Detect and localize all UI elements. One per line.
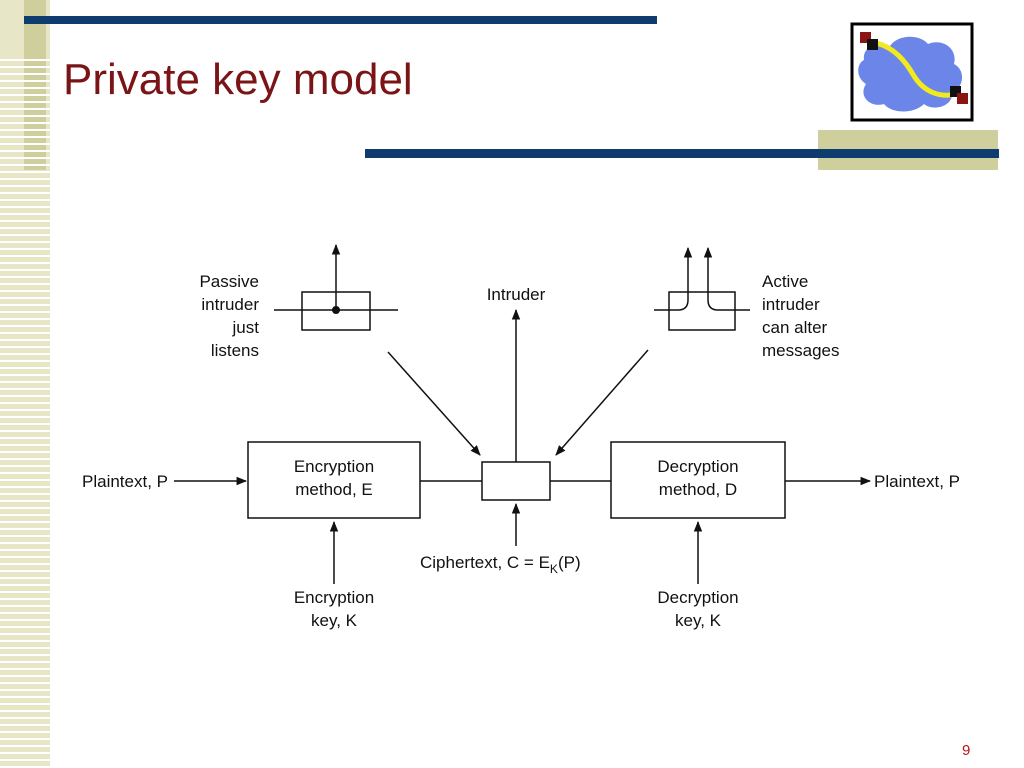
encryption-key-line-2: key, K [311, 611, 358, 630]
decryption-method-box [610, 441, 786, 519]
plaintext-output-label: Plaintext, P [874, 472, 960, 491]
decryption-method-line-1: Decryption [657, 457, 738, 476]
decryption-key-line-2: key, K [675, 611, 722, 630]
page-number: 9 [962, 742, 971, 759]
encryption-key-line-1: Encryption [294, 588, 374, 607]
active-intruder-line-3: can alter [762, 318, 828, 337]
top-accent-bar [24, 16, 657, 24]
encryption-method-line-2: method, E [295, 480, 373, 499]
stripe-pattern [0, 0, 50, 768]
passive-intruder-line-2: intruder [201, 295, 259, 314]
ciphertext-label-prefix: Ciphertext, C = E [420, 553, 550, 572]
active-to-ciphertext-arrow [555, 349, 649, 456]
active-intruder-line-4: messages [762, 341, 839, 360]
ciphertext-label-subscript: K [550, 562, 558, 576]
active-intruder-tap [654, 246, 750, 331]
ciphertext-box [481, 461, 551, 501]
active-intruder-line-1: Active [762, 272, 808, 291]
intruder-label: Intruder [487, 285, 546, 304]
plaintext-input-label: Plaintext, P [82, 472, 168, 491]
passive-intruder-line-3: just [232, 318, 260, 337]
decryption-key-line-1: Decryption [657, 588, 738, 607]
slide-title: Private key model [63, 55, 413, 104]
decryption-method-line-2: method, D [659, 480, 737, 499]
encryption-method-box [247, 441, 421, 519]
left-stripe-decoration [0, 0, 50, 768]
ciphertext-label-suffix: (P) [558, 553, 581, 572]
network-cloud-icon [850, 22, 974, 122]
mid-accent-bar [365, 149, 999, 158]
passive-intruder-line-4: listens [211, 341, 259, 360]
passive-intruder-line-1: Passive [199, 272, 259, 291]
active-intruder-line-2: intruder [762, 295, 820, 314]
encryption-method-line-1: Encryption [294, 457, 374, 476]
passive-to-ciphertext-arrow [387, 351, 481, 456]
passive-intruder-tap [274, 243, 398, 331]
ciphertext-label: Ciphertext, C = EK(P) [420, 553, 581, 576]
